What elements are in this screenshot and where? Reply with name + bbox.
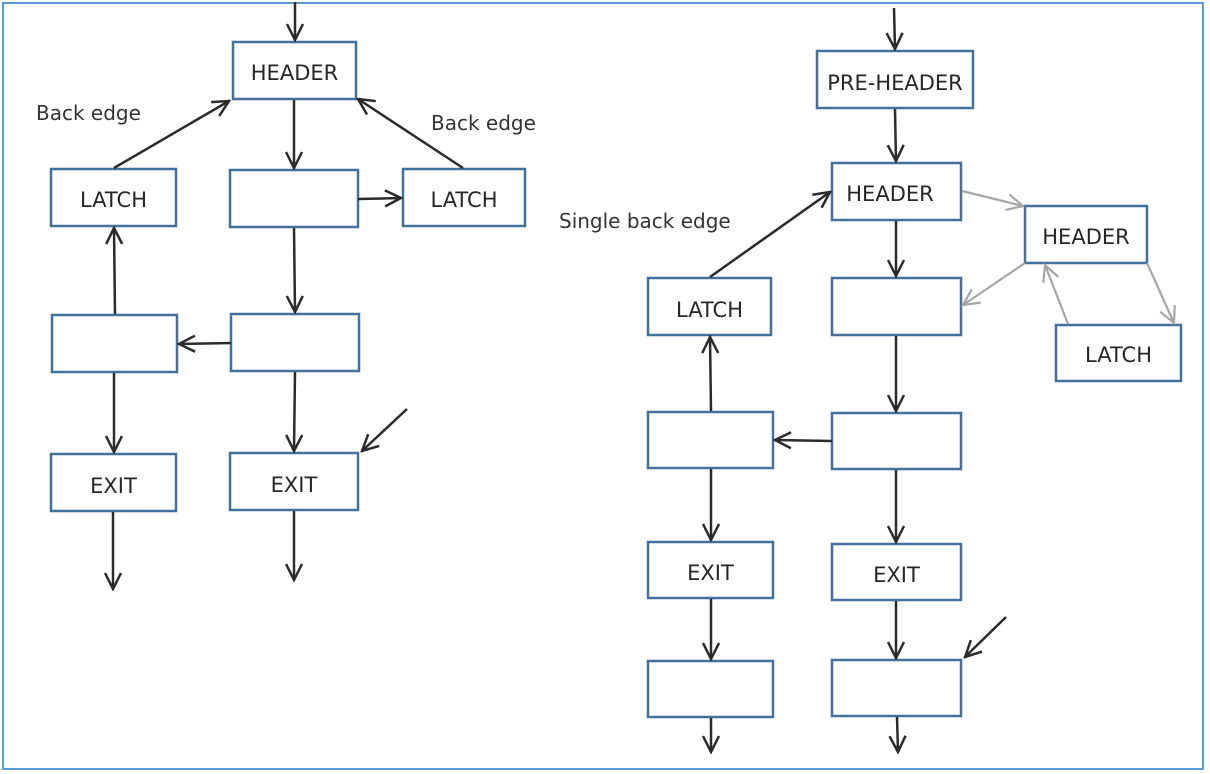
right-gray-edge-inner-latch: [1145, 262, 1174, 323]
svg-text:HEADER: HEADER: [846, 182, 933, 206]
right-edge-body2-latch: [710, 337, 711, 412]
left-back-edge-label-b: Back edge: [431, 111, 536, 135]
right-gray-edge-inner-body: [963, 262, 1026, 305]
svg-text:LATCH: LATCH: [1085, 343, 1152, 367]
right-external-entry-edge: [965, 616, 1007, 657]
left-exit-a-block: EXIT: [49, 452, 178, 513]
left-header-block: HEADER: [231, 40, 358, 101]
right-exit-target-b-block: [830, 658, 963, 718]
right-edge-body3-body2: [775, 440, 833, 441]
left-external-entry-edge: [362, 408, 408, 451]
right-latch-block: LATCH: [646, 276, 773, 337]
svg-text:EXIT: EXIT: [271, 473, 318, 497]
right-target-b-out-edge: [897, 716, 898, 752]
left-body-block-3: [229, 312, 361, 373]
right-entry-edge: [894, 7, 895, 49]
svg-text:HEADER: HEADER: [251, 61, 338, 85]
right-body-block-1: [830, 276, 963, 337]
right-latch-gray-block: LATCH: [1054, 323, 1183, 383]
svg-text:LATCH: LATCH: [676, 298, 743, 322]
right-single-back-edge-label: Single back edge: [559, 209, 731, 233]
right-single-back-edge: [709, 192, 830, 279]
left-back-edge-b: [358, 99, 464, 170]
right-preheader-block: PRE-HEADER: [815, 49, 975, 110]
right-body-block-2: [646, 410, 775, 470]
left-back-edge-label-a: Back edge: [36, 101, 141, 125]
svg-text:EXIT: EXIT: [873, 563, 920, 587]
right-exit-target-a-block: [646, 659, 775, 719]
left-back-edge-a: [113, 101, 229, 170]
left-body-block-1: [228, 168, 360, 229]
svg-text:LATCH: LATCH: [80, 188, 147, 212]
left-body-block-2: [50, 313, 179, 374]
left-loop-diagram: HEADER LATCH LATCH EXIT EXIT Back edge B…: [36, 2, 536, 589]
left-edge-body3-body2: [179, 343, 232, 344]
left-edge-body1-latch-b: [357, 198, 401, 199]
right-gray-back-edge: [1045, 265, 1070, 325]
right-edge-preheader-header: [895, 108, 896, 161]
right-gray-edge-header-inner: [961, 189, 1023, 206]
right-header-gray-block: HEADER: [1023, 204, 1149, 265]
right-exit-b-block: EXIT: [830, 542, 963, 602]
svg-text:EXIT: EXIT: [90, 474, 137, 498]
right-exit-a-block: EXIT: [646, 540, 775, 600]
left-latch-b-block: LATCH: [401, 167, 527, 228]
left-latch-a-block: LATCH: [49, 167, 178, 228]
svg-text:HEADER: HEADER: [1042, 225, 1129, 249]
right-body-block-3: [830, 411, 963, 471]
left-exit-b-block: EXIT: [228, 451, 360, 512]
left-edge-body2-latch-a: [114, 228, 115, 315]
right-loop-diagram: PRE-HEADER HEADER HEADER LATCH LATCH: [559, 7, 1183, 752]
svg-text:LATCH: LATCH: [431, 188, 498, 212]
svg-text:PRE-HEADER: PRE-HEADER: [827, 71, 963, 95]
svg-text:EXIT: EXIT: [687, 561, 734, 585]
left-edge-body3-exit-b: [294, 371, 295, 451]
right-header-block: HEADER: [830, 161, 963, 222]
left-edge-body1-body3: [294, 227, 295, 312]
